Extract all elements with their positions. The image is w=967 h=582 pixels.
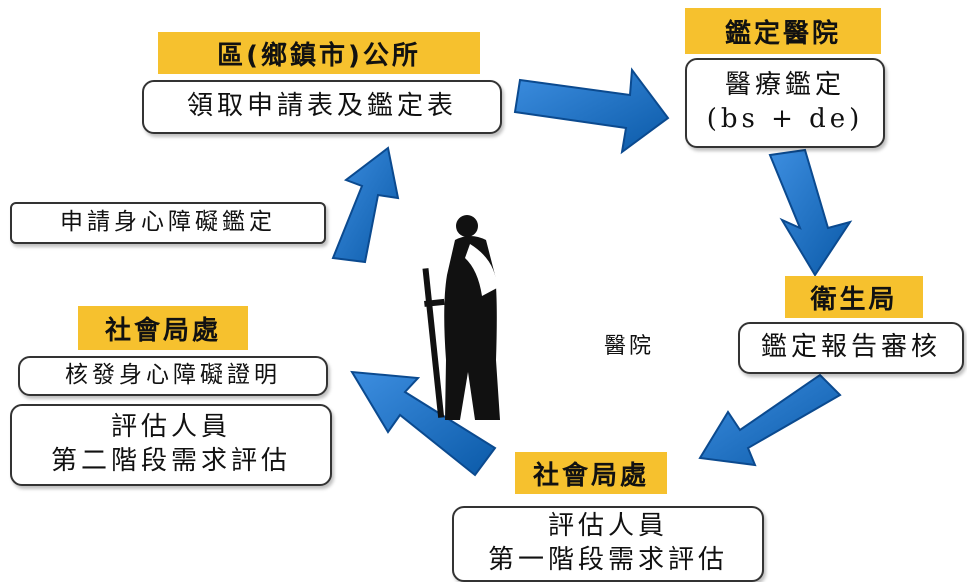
arrow-to-hospital-icon: [513, 67, 670, 155]
arrow-to-social-stage1-icon: [698, 373, 842, 467]
hospital-label: 鑑定醫院: [685, 8, 881, 54]
center-hospital-text: 醫院: [604, 334, 655, 359]
social-stage2-line2: 第二階段需求評估: [50, 446, 291, 476]
township-office-task-box: 領取申請表及鑑定表: [142, 80, 502, 134]
hospital-task-line2: (bs + de): [706, 104, 864, 134]
social-stage2-certificate-box: 核發身心障礙證明: [18, 356, 328, 396]
social-stage2-task-box: 評估人員 第二階段需求評估: [10, 404, 332, 486]
social-stage1-line2: 第一階段需求評估: [487, 545, 728, 575]
health-bureau-task-box: 鑑定報告審核: [738, 322, 964, 374]
hospital-task-box: 醫療鑑定 (bs + de): [685, 58, 885, 148]
health-bureau-label: 衛生局: [785, 276, 923, 318]
apply-box: 申請身心障礙鑑定: [10, 202, 326, 244]
person-with-crutch-icon: [422, 215, 500, 420]
social-stage1-label: 社會局處: [515, 452, 667, 494]
social-stage2-label: 社會局處: [78, 306, 248, 350]
social-stage1-task-box: 評估人員 第一階段需求評估: [452, 506, 764, 582]
township-office-label: 區(鄉鎮市)公所: [158, 32, 480, 74]
arrow-to-social-stage2-icon: [350, 370, 497, 477]
arrow-to-health-bureau-icon: [768, 148, 853, 277]
social-stage2-line1: 評估人員: [110, 412, 231, 443]
social-stage1-line1: 評估人員: [547, 511, 668, 542]
arrow-to-township-office-icon: [331, 146, 400, 264]
hospital-task-line1: 醫療鑑定: [724, 70, 845, 101]
